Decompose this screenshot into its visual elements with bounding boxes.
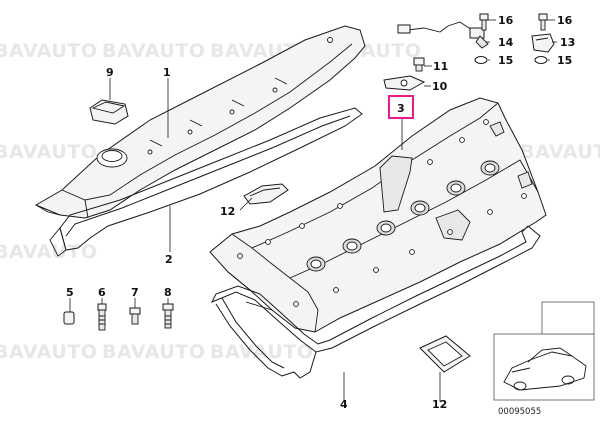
callout-9: 9 (106, 66, 114, 79)
part-3-valve-cover (209, 97, 547, 333)
callout-labels: 1 9 2 3 10 11 12 4 12 16 16 14 13 15 15 … (66, 14, 575, 411)
part-11-bolt (413, 57, 425, 72)
part-9-cap (89, 99, 129, 125)
part-14-sensor (397, 21, 489, 49)
part-8-bolt (162, 303, 174, 329)
callout-16-right: 16 (557, 14, 573, 27)
part-12-grommet-lower (419, 335, 471, 373)
callout-16-left: 16 (498, 14, 514, 27)
vehicle-locator-inset: 00095055 (493, 301, 595, 417)
callout-3: 3 (397, 102, 405, 115)
callout-8: 8 (164, 286, 172, 299)
part-4-gasket (210, 225, 541, 379)
part-12-grommet-upper (243, 183, 289, 205)
callout-10: 10 (432, 80, 448, 93)
part-5-cap-nut (63, 311, 75, 325)
watermark-row-1b: BAVAUTO (102, 40, 205, 62)
part-2-gasket (49, 107, 363, 257)
callout-15-right: 15 (557, 54, 572, 67)
callout-4: 4 (340, 398, 348, 411)
valve-cover-bolt-holes (237, 119, 527, 307)
callout-12-lower: 12 (432, 398, 447, 411)
watermark-row-2a: BAVAUTO (0, 141, 97, 163)
watermark-row-3a: BAVAUTO (0, 241, 97, 263)
callout-11: 11 (433, 60, 448, 73)
watermark-row-4b: BAVAUTO (102, 341, 205, 363)
part-13-sensor (531, 33, 555, 53)
callout-6: 6 (98, 286, 106, 299)
callout-7: 7 (131, 286, 139, 299)
watermark-row-2c: BAVAUTO (520, 141, 600, 163)
part-1-coil-cover (34, 25, 366, 219)
callout-13: 13 (560, 36, 575, 49)
part-15-orings (474, 56, 548, 64)
watermark-row-4a: BAVAUTO (0, 341, 97, 363)
part-7-bolt (129, 307, 141, 325)
watermark-row-1a: BAVAUTO (0, 40, 97, 62)
callout-12-upper: 12 (220, 205, 235, 218)
callout-15-left: 15 (498, 54, 513, 67)
callout-14: 14 (498, 36, 514, 49)
leader-lines (69, 19, 557, 402)
diagram-code: 00095055 (498, 407, 541, 417)
part-6-stud (97, 303, 107, 331)
highlight-frame (388, 95, 414, 119)
part-16-bolts (479, 13, 548, 31)
callout-2: 2 (165, 253, 173, 266)
callout-5: 5 (66, 286, 74, 299)
spark-plug-wells (306, 160, 500, 272)
callout-1: 1 (163, 66, 171, 79)
watermark: BAVAUTO BAVAUTO BAVAUTO BAVAUTO BAVAUTO … (0, 40, 600, 363)
part-10-flange (383, 75, 426, 91)
